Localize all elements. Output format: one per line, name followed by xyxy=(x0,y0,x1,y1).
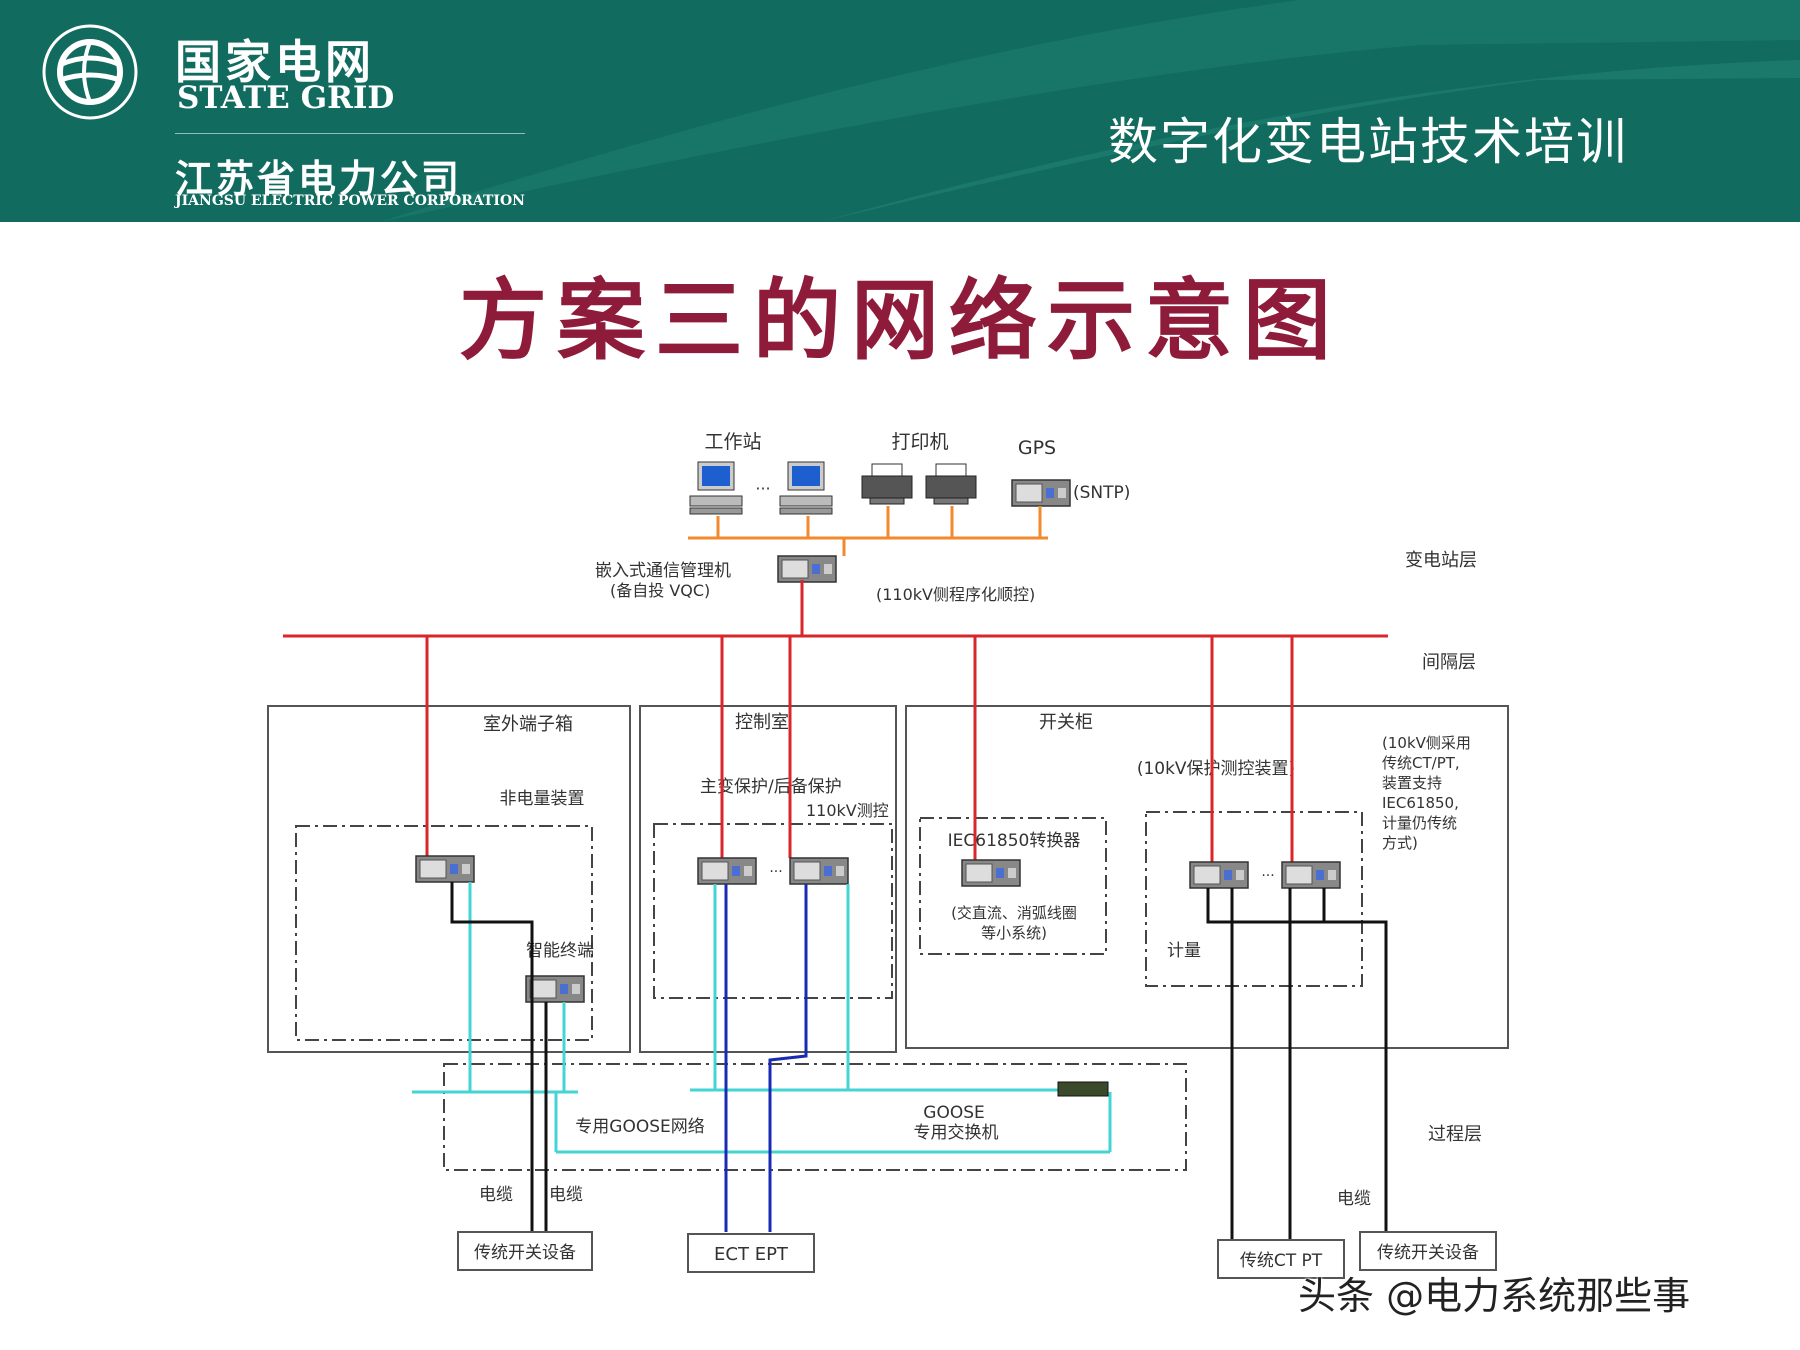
brand-name-cn: 国家电网 xyxy=(175,35,375,89)
label-main-protection: 主变保护/后备保护 xyxy=(700,777,842,797)
label-metering: 计量 xyxy=(1167,941,1201,961)
protection-10kv-dashed-area xyxy=(1145,811,1363,987)
traditional-ctpt-box xyxy=(1217,1239,1345,1279)
label-printer: 打印机 xyxy=(891,431,948,453)
label-station-layer: 变电站层 xyxy=(1405,550,1477,571)
label-traditional-ctpt: 传统CT PT xyxy=(1240,1251,1323,1271)
label-110kv-control: 110kV测控 xyxy=(806,801,889,820)
state-grid-globe-icon xyxy=(42,24,138,120)
label-cable: 电缆 xyxy=(549,1185,583,1205)
note-10kv-line: 方式) xyxy=(1382,834,1418,852)
station-bus xyxy=(688,506,1048,556)
ect-ept-box xyxy=(687,1233,815,1273)
protection-10kv-device-icon xyxy=(1189,861,1249,889)
label-cable: 电缆 xyxy=(479,1185,513,1205)
label-process-layer: 过程层 xyxy=(1428,1124,1482,1145)
traditional-switch-box xyxy=(457,1231,593,1271)
gps-clock-icon xyxy=(1011,479,1071,507)
main-protection-device-icon xyxy=(697,857,757,885)
company-name-en: JIANGSU ELECTRIC POWER CORPORATION xyxy=(175,193,525,209)
ied-ellipsis: ··· xyxy=(769,864,782,880)
ied-ellipsis: ··· xyxy=(1261,868,1274,884)
traditional-switch-box xyxy=(1359,1231,1497,1271)
control-room-frame xyxy=(639,705,897,1053)
label-acdc-system: (交直流、消弧线圈 xyxy=(951,904,1077,922)
label-ect-ept: ECT EPT xyxy=(714,1244,789,1265)
workstation-ellipsis: ··· xyxy=(755,479,770,498)
label-110kv-sequence: (110kV侧程序化顺控) xyxy=(876,585,1035,604)
label-control-room: 控制室 xyxy=(735,712,789,733)
smart-terminal-icon xyxy=(525,975,585,1003)
label-goose-switch-sub: 专用交换机 xyxy=(914,1123,999,1143)
label-workstation: 工作站 xyxy=(704,431,761,453)
watermark: 头条 @电力系统那些事 xyxy=(1298,1274,1691,1318)
course-title: 数字化变电站技术培训 xyxy=(1108,113,1628,171)
workstation-icon xyxy=(779,461,833,515)
label-goose-network: 专用GOOSE网络 xyxy=(575,1117,704,1137)
note-10kv-line: (10kV侧采用 xyxy=(1382,734,1471,752)
converter-dashed-area xyxy=(919,817,1107,955)
header-swoosh-decoration xyxy=(380,0,1800,222)
cable-lines xyxy=(450,882,1388,1240)
printer-icon xyxy=(925,463,977,505)
label-outdoor-box: 室外端子箱 xyxy=(483,714,573,735)
slide-title: 方案三的网络示意图 xyxy=(458,268,1341,372)
control-dashed-area xyxy=(653,823,893,999)
label-gps: GPS xyxy=(1018,437,1056,459)
brand-divider xyxy=(175,133,525,134)
non-electric-device-icon xyxy=(415,855,475,883)
label-goose-switch: GOOSE xyxy=(923,1103,984,1123)
iec-converter-device-icon xyxy=(961,859,1021,887)
label-sntp: (SNTP) xyxy=(1073,483,1130,503)
label-acdc-system-sub: 等小系统) xyxy=(981,924,1047,942)
outdoor-box-frame xyxy=(267,705,631,1053)
brand-name-en: STATE GRID xyxy=(177,80,395,116)
note-10kv: (10kV侧采用 传统CT/PT, 装置支持 IEC61850, 计量仍传统 方… xyxy=(1382,734,1471,852)
label-comm-manager-sub: (备自投 VQC) xyxy=(610,581,710,600)
note-10kv-line: 装置支持 xyxy=(1382,774,1442,792)
label-cable: 电缆 xyxy=(1337,1189,1371,1209)
optical-lines xyxy=(724,884,808,1232)
bay-drop-lines xyxy=(425,580,1294,862)
workstation-icon xyxy=(689,461,743,515)
network-diagram: 工作站 打印机 GPS (SNTP) ··· 嵌入式通信管理机 (备自投 VQC… xyxy=(267,431,1509,1279)
printer-icon xyxy=(861,463,913,505)
note-10kv-line: 计量仍传统 xyxy=(1382,814,1457,832)
label-smart-terminal: 智能终端 xyxy=(526,941,594,961)
note-10kv-line: IEC61850, xyxy=(1382,794,1459,812)
protection-10kv-device-icon xyxy=(1281,861,1341,889)
label-non-electric: 非电量装置 xyxy=(500,789,585,809)
goose-lines xyxy=(412,882,1112,1154)
goose-switch-icon xyxy=(1057,1081,1109,1097)
label-traditional-switch: 传统开关设备 xyxy=(1377,1243,1479,1263)
company-name-cn: 江苏省电力公司 xyxy=(175,157,463,201)
non-electric-dashed-area xyxy=(295,825,593,1041)
label-switchgear: 开关柜 xyxy=(1039,712,1093,733)
control-110kv-device-icon xyxy=(789,857,849,885)
comm-manager-icon xyxy=(777,555,837,583)
label-bay-layer: 间隔层 xyxy=(1422,652,1476,673)
slide-header: 国家电网 STATE GRID 江苏省电力公司 JIANGSU ELECTRIC… xyxy=(0,0,1800,222)
label-comm-manager: 嵌入式通信管理机 xyxy=(595,561,731,581)
label-traditional-switch: 传统开关设备 xyxy=(474,1243,576,1263)
label-10kv-protection: (10kV保护测控装置) xyxy=(1137,759,1295,779)
label-iec-converter: IEC61850转换器 xyxy=(948,831,1081,851)
goose-network-area xyxy=(443,1063,1187,1171)
switchgear-frame xyxy=(905,705,1509,1049)
note-10kv-line: 传统CT/PT, xyxy=(1382,754,1460,772)
